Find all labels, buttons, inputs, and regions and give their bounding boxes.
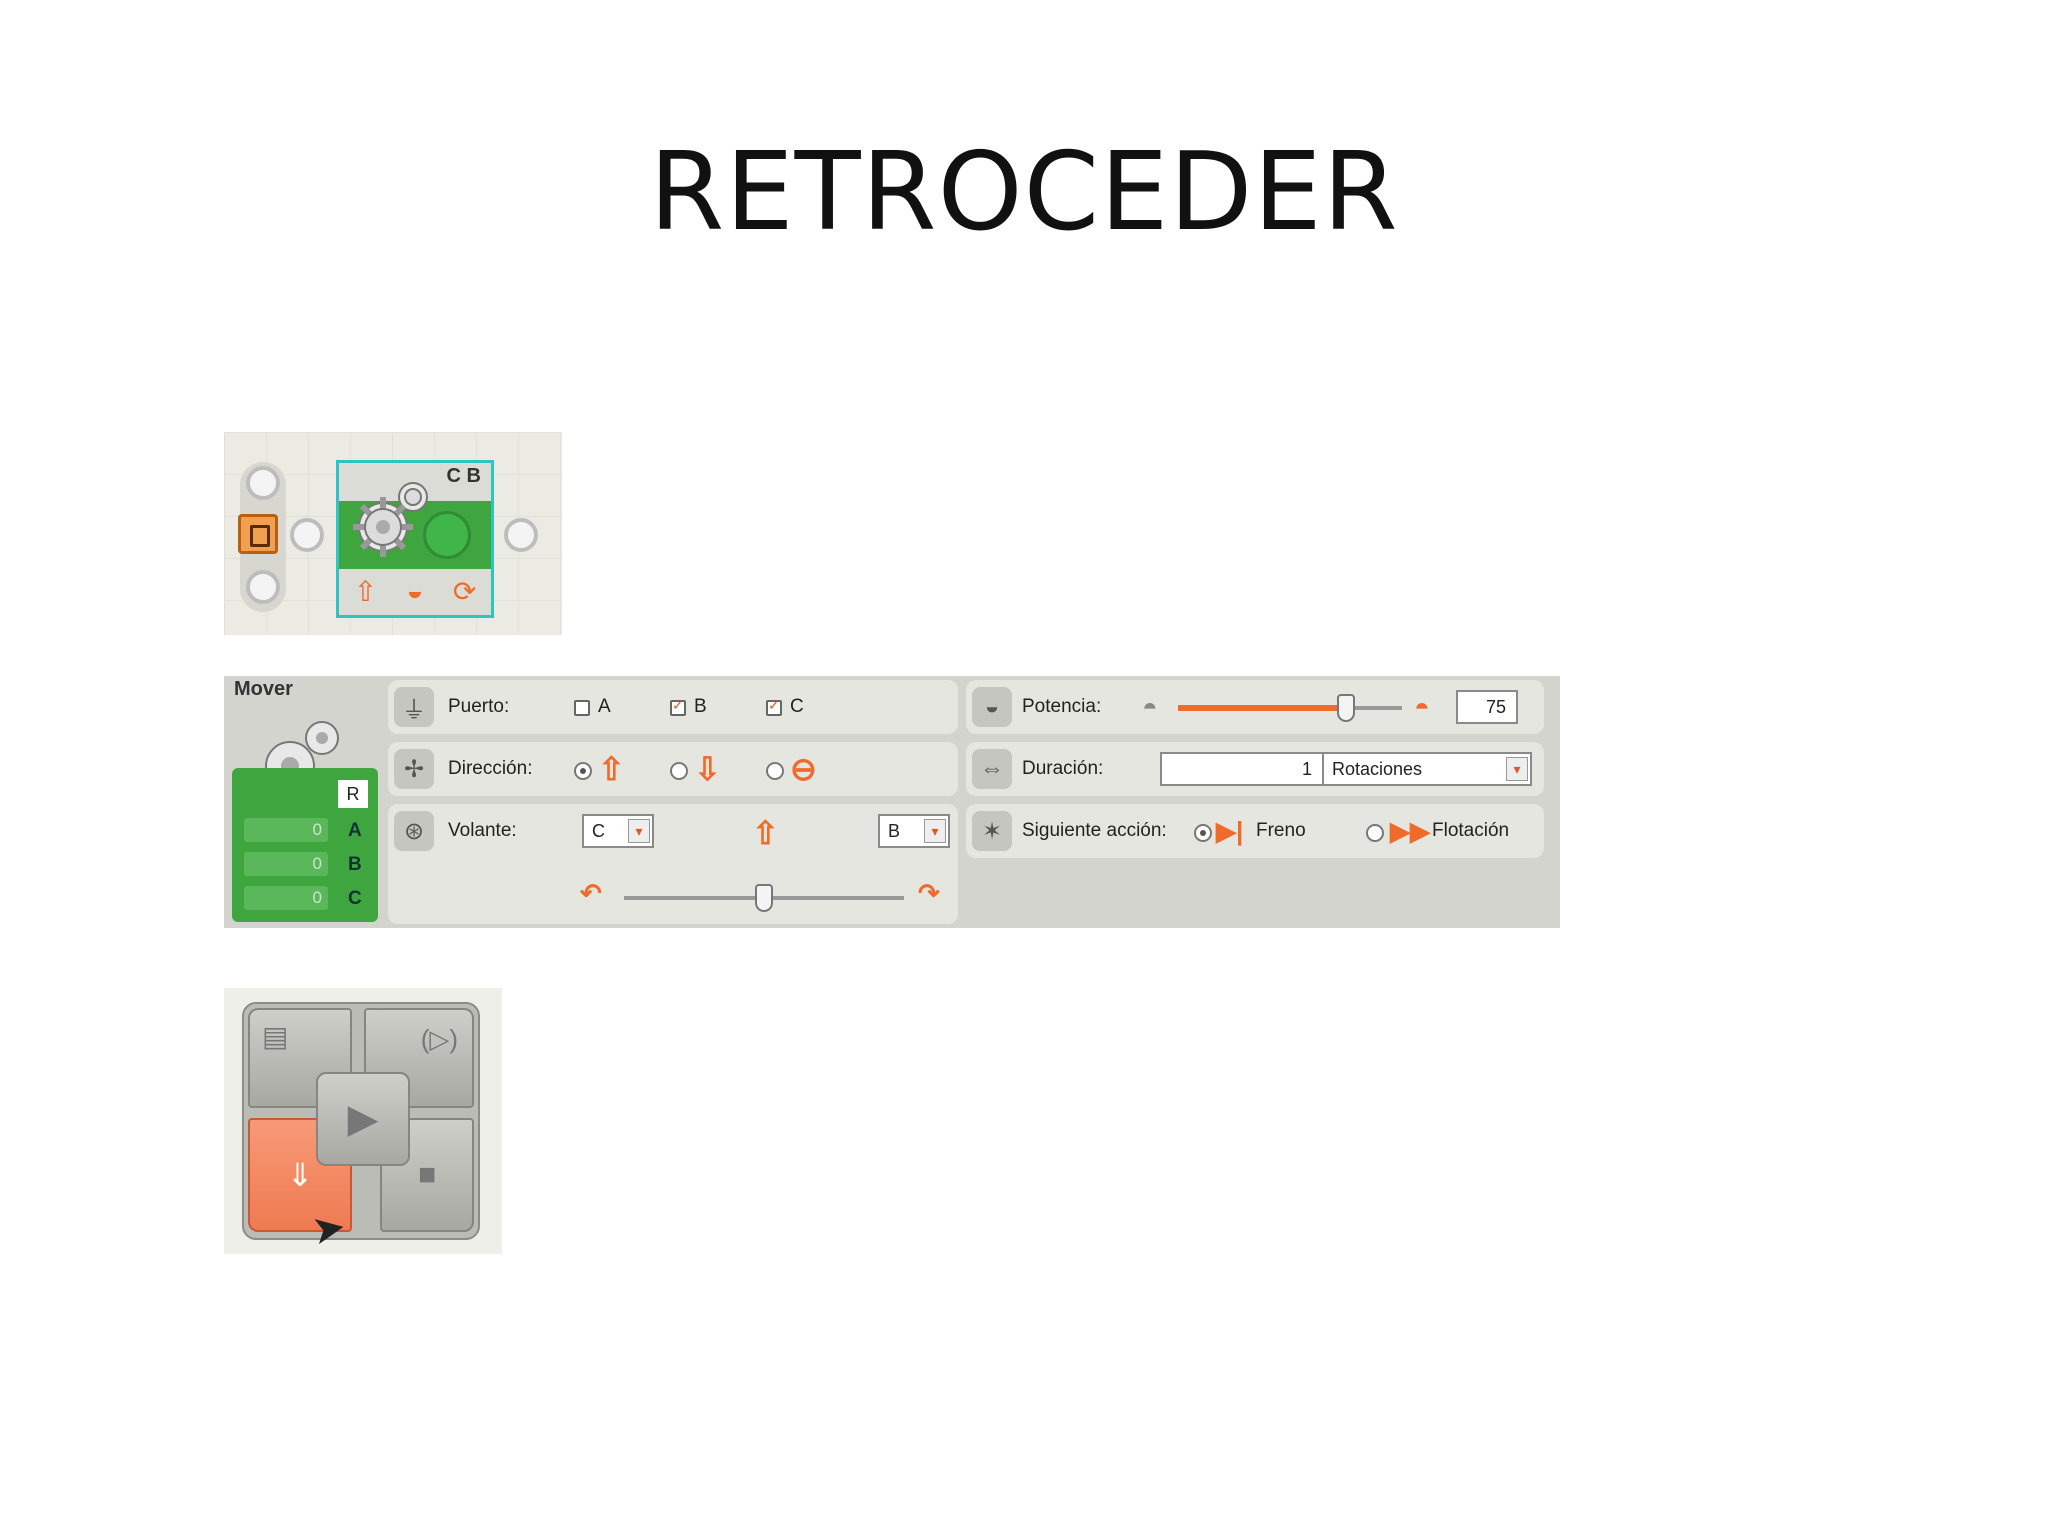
steering-row: ⊛ Volante: C ▾ ⇧ B ▾ ↶ ↷ [388,804,958,924]
block-name: Mover [234,678,293,700]
steer-left-icon: ↶ [580,878,602,908]
duration-icon: ⟳ [452,575,477,607]
slow-tortoise-icon: ◓ [1142,692,1158,722]
direction-icon: ✢ [394,749,434,789]
duration-unit-select[interactable]: Rotaciones ▾ [1322,752,1532,786]
slide-title: RETROCEDER [649,130,1399,255]
panel-block-summary: Mover R 0 A 0 B 0 C [224,676,380,928]
direction-stop-radio[interactable] [766,762,784,780]
port-icon: ⏚ [394,687,434,727]
direction-label: Dirección: [448,758,533,779]
duration-input[interactable]: 1 [1160,752,1324,786]
nxt-brick-icon: ▤ [262,1021,289,1052]
backward-arrow-icon: ⇩ [694,751,721,787]
steering-up-arrow-icon: ⇧ [752,815,779,851]
next-action-row: ✶ Siguiente acción: ▶| Freno ▶▶ Flotació… [966,804,1544,858]
power-icon: ◒ [406,575,424,606]
block-mini-icons: ⇧ ◒ ⟳ [339,571,491,611]
download-icon: ⇓ [286,1157,314,1193]
stop-icon: ⊖ [790,751,817,787]
move-block[interactable]: C B ⇧ ◒ ⟳ [336,460,494,618]
steering-icon: ⊛ [394,811,434,851]
beam-port-bottom[interactable] [246,570,280,604]
download-button[interactable]: ⇓ [248,1118,352,1232]
direction-row: ✢ Dirección: ⇧ ⇩ ⊖ [388,742,958,796]
brake-icon: ▶| [1216,816,1244,846]
start-icon [238,514,278,554]
coast-radio[interactable] [1366,824,1384,842]
run-selected-icon: (▷) [420,1024,458,1054]
chevron-down-icon: ▾ [628,819,650,843]
steering-left-port-value: C [592,821,605,841]
port-c-checkbox[interactable] [766,697,782,716]
port-c-label: C [790,696,804,717]
fast-hare-icon: ◓ [1414,692,1430,722]
power-icon: ◒ [972,687,1012,727]
sequence-beam: C B ⇧ ◒ ⟳ [224,432,562,635]
steer-right-icon: ↷ [918,878,940,908]
play-icon: ▶ [347,1097,379,1141]
duration-label: Duración: [1022,758,1104,779]
port-a-label: A [598,696,611,717]
steering-label: Volante: [448,820,517,841]
steering-left-port-select[interactable]: C ▾ [582,814,654,848]
feedback-value-a: 0 [244,818,328,842]
power-slider-fill [1178,705,1346,711]
next-action-icon: ✶ [972,811,1012,851]
duration-icon: ⇔ [972,749,1012,789]
brake-label: Freno [1256,820,1306,841]
power-row: ◒ Potencia: ◓ ◓ 75 [966,680,1544,734]
chevron-down-icon: ▾ [1506,757,1528,781]
feedback-value-b: 0 [244,852,328,876]
coast-icon: ▶▶ [1390,816,1430,846]
nxt-controller: ▤ (▷) ⇓ ■ ▶ ➤ [224,988,502,1254]
port-a-checkbox[interactable] [574,700,590,716]
feedback-letter-c: C [348,888,362,909]
duration-unit-value: Rotaciones [1332,759,1423,779]
port-b-label: B [694,696,707,717]
forward-arrow-icon: ⇧ [598,751,625,787]
status-indicator [423,511,471,559]
direction-up-icon: ⇧ [353,575,378,607]
config-panel: Mover R 0 A 0 B 0 C ⏚ Puerto: A B C ✢ Di… [224,676,1560,928]
stop-square-icon: ■ [417,1158,437,1191]
duration-row: ⇔ Duración: 1 Rotaciones ▾ [966,742,1544,796]
steering-right-port-select[interactable]: B ▾ [878,814,950,848]
feedback-letter-a: A [348,820,362,841]
reset-button[interactable]: R [338,780,368,808]
download-and-run-button[interactable]: ▶ [316,1072,410,1166]
direction-forward-radio[interactable] [574,762,592,780]
coast-label: Flotación [1432,820,1510,841]
steering-right-port-value: B [888,821,901,841]
beam-connector-in[interactable] [290,518,324,552]
next-action-label: Siguiente acción: [1022,820,1167,841]
port-row: ⏚ Puerto: A B C [388,680,958,734]
block-ports-label: C B [446,465,481,487]
direction-backward-radio[interactable] [670,762,688,780]
power-label: Potencia: [1022,696,1102,717]
port-b-checkbox[interactable] [670,697,686,716]
beam-port-top[interactable] [246,466,280,500]
port-label: Puerto: [448,696,510,717]
beam-connector-out[interactable] [504,518,538,552]
brake-radio[interactable] [1194,824,1212,842]
feedback-value-c: 0 [244,886,328,910]
power-slider-thumb[interactable] [1337,694,1355,722]
power-input[interactable]: 75 [1456,690,1518,724]
gear-icon [353,482,428,557]
chevron-down-icon: ▾ [924,819,946,843]
feedback-letter-b: B [348,854,362,875]
steering-slider-thumb[interactable] [755,884,773,912]
